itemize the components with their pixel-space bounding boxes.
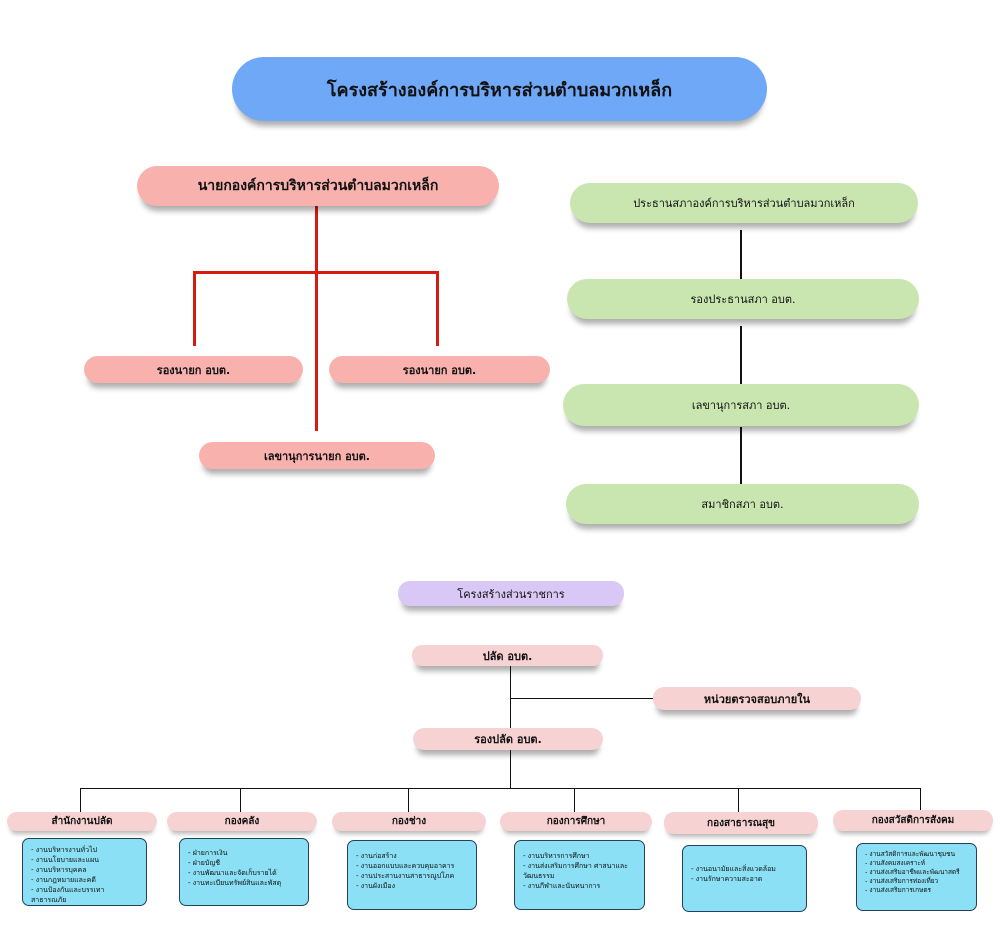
connector-line bbox=[920, 788, 921, 813]
task-item: งานส่งเสริมการท่องเที่ยว bbox=[865, 877, 968, 886]
connector-line bbox=[738, 788, 739, 813]
task-item: งานบริหารการศึกษา bbox=[523, 851, 636, 861]
task-item: งานก่อสร้าง bbox=[356, 851, 468, 861]
department-task-box: งานก่อสร้าง งานออกแบบและควบคุมอาคาร งานป… bbox=[347, 840, 477, 910]
department-task-box: งานสวัสดิการและพัฒนาชุมชน งานสังคมสงเครา… bbox=[856, 843, 977, 911]
task-item: งานส่งเสริมอาชีพและพัฒนาสตรี bbox=[865, 868, 968, 877]
task-item: งานประสานงานสาธารณูปโภค bbox=[356, 871, 468, 881]
connector-line bbox=[510, 666, 511, 728]
org-chart-title: โครงสร้างองค์การบริหารส่วนตำบลมวกเหล็ก bbox=[232, 57, 767, 121]
internal-audit-node: หน่วยตรวจสอบภายใน bbox=[653, 687, 861, 710]
council-members-label: สมาชิกสภา อบต. bbox=[701, 498, 784, 511]
deputy-mayor-left-label: รองนายก อบต. bbox=[156, 363, 231, 377]
task-item: งานสวัสดิการและพัฒนาชุมชน bbox=[865, 850, 968, 859]
mayor-node: นายกองค์การบริหารส่วนตำบลมวกเหล็ก bbox=[137, 166, 499, 206]
connector-line bbox=[80, 788, 921, 789]
connector-line bbox=[240, 788, 241, 813]
department-header: สำนักงานปลัด bbox=[7, 812, 157, 831]
council-members-node: สมาชิกสภา อบต. bbox=[566, 484, 919, 524]
department-header: กองช่าง bbox=[332, 812, 486, 831]
deputy-mayor-right-label: รองนายก อบต. bbox=[402, 363, 477, 377]
council-secretary-label: เลขานุการสภา อบต. bbox=[691, 399, 791, 412]
task-item: งานบริหารงานทั่วไป bbox=[31, 845, 138, 855]
task-item: งานสังคมสงเคราะห์ bbox=[865, 859, 968, 868]
task-item: งานทะเบียนทรัพย์สินและพัสดุ bbox=[188, 878, 300, 888]
connector-line bbox=[436, 271, 439, 346]
connector-line bbox=[510, 750, 511, 788]
deputy-chief-administrator-node: รองปลัด อบต. bbox=[413, 728, 603, 750]
department-header: กองสาธารณสุข bbox=[664, 812, 818, 834]
connector-line bbox=[80, 788, 81, 813]
task-item: งานออกแบบและควบคุมอาคาร bbox=[356, 861, 468, 871]
connector-line bbox=[511, 698, 654, 699]
department-header: กองการศึกษา bbox=[500, 812, 652, 831]
council-president-node: ประธานสภาองค์การบริหารส่วนตำบลมวกเหล็ก bbox=[570, 183, 918, 223]
department-task-box: งานอนามัยและสิ่งแวดล้อม งานรักษาความสะอา… bbox=[682, 845, 807, 912]
task-item: งานอนามัยและสิ่งแวดล้อม bbox=[691, 864, 798, 874]
department-task-box: งานบริหารงานทั่วไป งานนโยบายและแผน งานบร… bbox=[22, 838, 147, 906]
task-item: งานบริหารบุคคล bbox=[31, 865, 138, 875]
connector-line bbox=[193, 271, 196, 346]
connector-line bbox=[315, 206, 318, 431]
department-task-box: งานบริหารการศึกษา งานส่งเสริมการศึกษา ศา… bbox=[514, 840, 645, 910]
task-item: งานส่งเสริมการเกษตร bbox=[865, 886, 968, 895]
connector-line bbox=[193, 271, 439, 274]
org-chart-title-text: โครงสร้างองค์การบริหารส่วนตำบลมวกเหล็ก bbox=[326, 79, 673, 101]
task-item: งานผังเมือง bbox=[356, 881, 468, 891]
mayor-secretary-label: เลขานุการนายก อบต. bbox=[263, 449, 370, 463]
department-header: กองสวัสดิการสังคม bbox=[833, 810, 993, 831]
department-task-box: ฝ่ายการเงิน ฝ่ายบัญชี งานพัฒนาและจัดเก็บ… bbox=[179, 838, 309, 906]
connector-line bbox=[574, 788, 575, 813]
task-item: งานรักษาความสะอาด bbox=[691, 874, 798, 884]
task-item: งานพัฒนาและจัดเก็บรายได้ bbox=[188, 868, 300, 878]
connector-line bbox=[740, 326, 742, 385]
council-vice-president-node: รองประธานสภา อบต. bbox=[567, 279, 919, 319]
mayor-label: นายกองค์การบริหารส่วนตำบลมวกเหล็ก bbox=[197, 178, 439, 194]
task-item: งานกีฬาและนันทนาการ bbox=[523, 881, 636, 891]
mayor-secretary-node: เลขานุการนายก อบต. bbox=[199, 442, 435, 469]
internal-audit-label: หน่วยตรวจสอบภายใน bbox=[703, 692, 811, 706]
task-item: ฝ่ายการเงิน bbox=[188, 848, 300, 858]
council-president-label: ประธานสภาองค์การบริหารส่วนตำบลมวกเหล็ก bbox=[633, 197, 855, 210]
admin-structure-title: โครงสร้างส่วนราชการ bbox=[398, 581, 624, 606]
task-item: งานป้องกันและบรรเทาสาธารณภัย bbox=[31, 885, 138, 905]
connector-line bbox=[740, 230, 742, 280]
connector-line bbox=[740, 427, 742, 484]
deputy-chief-administrator-label: รองปลัด อบต. bbox=[474, 733, 542, 746]
admin-structure-title-text: โครงสร้างส่วนราชการ bbox=[457, 587, 565, 601]
department-header: กองคลัง bbox=[167, 812, 317, 831]
task-item: งานนโยบายและแผน bbox=[31, 855, 138, 865]
deputy-mayor-right-node: รองนายก อบต. bbox=[329, 356, 550, 383]
chief-administrator-node: ปลัด อบต. bbox=[412, 645, 603, 666]
council-vice-president-label: รองประธานสภา อบต. bbox=[690, 293, 796, 306]
task-item: ฝ่ายบัญชี bbox=[188, 858, 300, 868]
chief-administrator-label: ปลัด อบต. bbox=[482, 649, 533, 663]
task-item: งานกฎหมายและคดี bbox=[31, 875, 138, 885]
council-secretary-node: เลขานุการสภา อบต. bbox=[563, 384, 919, 426]
connector-line bbox=[408, 788, 409, 813]
deputy-mayor-left-node: รองนายก อบต. bbox=[84, 356, 303, 383]
task-item: งานส่งเสริมการศึกษา ศาสนาและวัฒนธรรม bbox=[523, 861, 636, 881]
